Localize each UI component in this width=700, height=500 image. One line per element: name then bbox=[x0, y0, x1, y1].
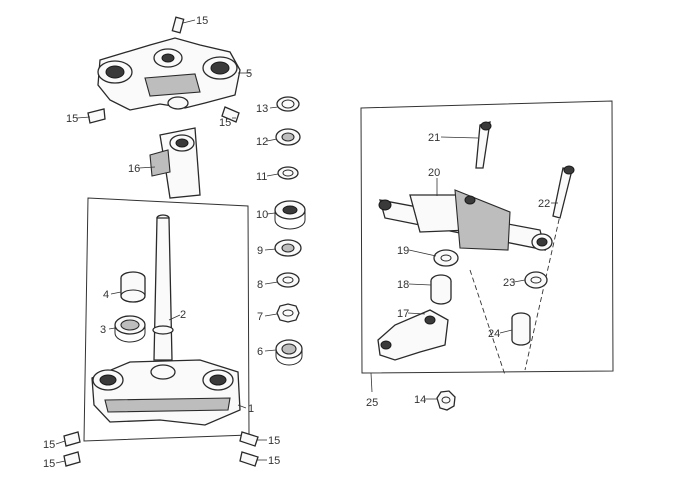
bolt-left-upper bbox=[87, 108, 106, 124]
damper-kit-frame bbox=[360, 100, 614, 374]
callout-15-top: 15 bbox=[196, 15, 208, 27]
part-11-washer bbox=[277, 166, 299, 180]
part-13-seal bbox=[276, 96, 300, 112]
part-6-nut bbox=[275, 339, 303, 366]
upper-triple-clamp bbox=[97, 37, 241, 111]
bearing-4 bbox=[120, 271, 146, 303]
callout-15-right: 15 bbox=[219, 117, 231, 129]
callout-labels: 15 5 15 15 16 13 12 11 10 9 8 7 6 4 3 2 … bbox=[43, 15, 550, 470]
callout-15-left: 15 bbox=[66, 113, 78, 125]
callout-1: 1 bbox=[248, 403, 254, 415]
callout-6: 6 bbox=[257, 346, 263, 358]
callout-16: 16 bbox=[128, 163, 140, 175]
callout-13: 13 bbox=[256, 103, 268, 115]
callout-20: 20 bbox=[428, 167, 440, 179]
callout-15-bottom-left-1: 15 bbox=[43, 439, 55, 451]
leader-lines bbox=[55, 19, 558, 464]
bolt-top bbox=[171, 16, 185, 34]
bolt-bottom-right-1 bbox=[239, 431, 259, 447]
callout-4: 4 bbox=[103, 289, 109, 301]
bearing-3 bbox=[114, 315, 146, 343]
part-19-washer bbox=[433, 249, 459, 267]
dashed-guide-line-1 bbox=[469, 269, 506, 376]
callout-17: 17 bbox=[397, 308, 409, 320]
part-14-nut bbox=[436, 390, 456, 411]
callout-14: 14 bbox=[414, 394, 426, 406]
callout-15-bottom-right-1: 15 bbox=[268, 435, 280, 447]
callout-23: 23 bbox=[503, 277, 515, 289]
callout-25: 25 bbox=[366, 397, 378, 409]
callout-22: 22 bbox=[538, 198, 550, 210]
bolt-bottom-right-2 bbox=[239, 451, 259, 467]
damper-body bbox=[378, 189, 553, 251]
bolt-21 bbox=[475, 121, 492, 169]
part-9-race bbox=[274, 239, 302, 257]
bolt-bottom-left-2 bbox=[63, 451, 81, 467]
callout-15-bottom-left-2: 15 bbox=[43, 458, 55, 470]
callout-24: 24 bbox=[488, 328, 500, 340]
callout-10: 10 bbox=[256, 209, 268, 221]
callout-5: 5 bbox=[246, 68, 252, 80]
part-12-race bbox=[275, 128, 301, 146]
bolt-bottom-left-1 bbox=[63, 431, 81, 447]
callout-7: 7 bbox=[257, 311, 263, 323]
callout-11: 11 bbox=[256, 171, 267, 183]
callout-3: 3 bbox=[100, 324, 106, 336]
callout-15-bottom-right-2: 15 bbox=[268, 455, 280, 467]
callout-19: 19 bbox=[397, 245, 409, 257]
callout-18: 18 bbox=[397, 279, 409, 291]
part-7-nut bbox=[276, 303, 300, 323]
callout-2: 2 bbox=[180, 309, 186, 321]
lower-triple-clamp bbox=[91, 359, 241, 426]
bolt-22 bbox=[552, 165, 575, 219]
callout-9: 9 bbox=[257, 245, 263, 257]
part-8-collar bbox=[276, 272, 300, 288]
part-10-bearing bbox=[274, 200, 306, 230]
steering-bracket bbox=[149, 127, 201, 199]
callout-21: 21 bbox=[428, 132, 440, 144]
part-17-bracket bbox=[377, 309, 449, 361]
callout-12: 12 bbox=[256, 136, 268, 148]
part-18-spacer bbox=[430, 274, 452, 305]
part-23-washer bbox=[524, 271, 548, 289]
part-24-sleeve bbox=[511, 312, 531, 346]
steering-stem bbox=[152, 214, 174, 361]
callout-8: 8 bbox=[257, 279, 263, 291]
